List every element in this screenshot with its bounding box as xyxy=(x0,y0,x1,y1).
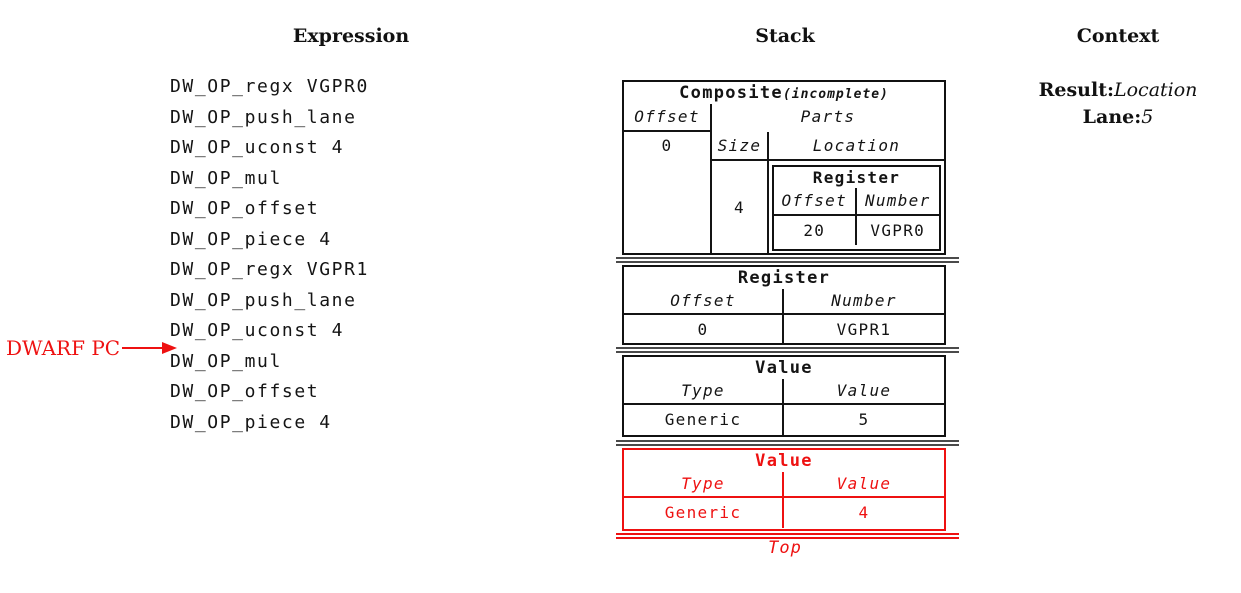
expression-op-4: DW_OP_mul xyxy=(170,167,282,189)
context-lane-value: 5 xyxy=(1141,106,1154,128)
context-result-value: Location xyxy=(1113,79,1198,101)
expression-op-2: DW_OP_push_lane xyxy=(170,106,357,128)
value2-value-header: Value xyxy=(784,472,944,498)
composite-parts-row: 4 Register Offset Number 20 VGPR0 xyxy=(712,161,944,253)
expression-op-list: DW_OP_regx VGPR0 DW_OP_push_lane DW_OP_u… xyxy=(170,72,369,439)
composite-incomplete-tag: (incomplete) xyxy=(782,87,889,102)
value2-title: Value xyxy=(755,451,813,471)
dwarf-pc-pointer: DWARF PC xyxy=(6,336,178,360)
composite-offset-header: Offset xyxy=(624,104,710,132)
composite-offset-value: 0 xyxy=(661,136,673,155)
composite-size-header: Size xyxy=(712,132,769,159)
composite-title: Composite(incomplete) xyxy=(624,82,944,104)
value2-grid: Type Value Generic 4 xyxy=(624,472,944,528)
stack-entry-composite: Composite(incomplete) Offset 0 Parts Siz… xyxy=(622,80,946,255)
expression-op-3: DW_OP_uconst 4 xyxy=(170,137,345,159)
register-number-value: VGPR1 xyxy=(836,320,892,339)
stack-shelf-3 xyxy=(616,440,959,446)
register-number-header: Number xyxy=(784,289,944,315)
nested-register-offset-value: 20 xyxy=(774,216,857,245)
composite-body: Offset 0 Parts Size Location 4 Register … xyxy=(624,104,944,253)
expression-op-1: DW_OP_regx VGPR0 xyxy=(170,76,369,97)
stack-shelf-1 xyxy=(616,257,959,263)
nested-register-offset-header: Offset xyxy=(774,188,857,216)
composite-parts-header: Parts xyxy=(800,107,856,126)
context-lane-label: Lane: xyxy=(1082,106,1142,128)
nested-register-grid: Offset Number 20 VGPR0 xyxy=(774,188,939,245)
stack-entry-value-generic-5: Value Type Value Generic 5 xyxy=(622,355,946,437)
expression-op-9: DW_OP_uconst 4 xyxy=(170,320,345,342)
expression-op-11: DW_OP_offset xyxy=(170,381,320,403)
stack-shelf-2 xyxy=(616,347,959,353)
expression-op-6: DW_OP_piece 4 xyxy=(170,228,332,250)
expression-op-10: DW_OP_mul xyxy=(170,350,282,372)
value1-title: Value xyxy=(755,358,813,378)
register-grid: Offset Number 0 VGPR1 xyxy=(624,289,944,345)
expression-op-5: DW_OP_offset xyxy=(170,198,320,220)
composite-size-value: 4 xyxy=(712,161,769,253)
nested-register-number-value: VGPR0 xyxy=(870,221,926,240)
expression-column-title: Expression xyxy=(292,25,410,47)
value2-type-header: Type xyxy=(624,472,784,498)
value1-value-value: 5 xyxy=(858,410,870,429)
value1-type-header: Type xyxy=(624,379,784,405)
value1-grid: Type Value Generic 5 xyxy=(624,379,944,435)
expression-op-12: DW_OP_piece 4 xyxy=(170,412,332,434)
dwarf-pc-arrow-head-icon xyxy=(162,342,178,354)
context-result-label: Result: xyxy=(1038,79,1114,101)
composite-location-header: Location xyxy=(812,136,901,155)
value2-type-value: Generic xyxy=(624,498,784,528)
expression-op-8: DW_OP_push_lane xyxy=(170,289,357,311)
stack-column-title: Stack xyxy=(755,25,815,47)
value1-value-header: Value xyxy=(784,379,944,405)
value2-value-value: 4 xyxy=(858,503,870,522)
stack-entry-register: Register Offset Number 0 VGPR1 xyxy=(622,265,946,345)
composite-title-text: Composite xyxy=(679,83,783,103)
context-lane-line: Lane:5 xyxy=(1083,106,1154,129)
register-offset-header: Offset xyxy=(624,289,784,315)
dwarf-pc-arrow-line xyxy=(122,346,163,350)
value1-type-value: Generic xyxy=(624,405,784,435)
nested-register-title: Register xyxy=(812,168,901,187)
stack-top-label: Top xyxy=(768,538,802,558)
nested-register-table: Register Offset Number 20 VGPR0 xyxy=(772,165,941,251)
dwarf-pc-label: DWARF PC xyxy=(6,336,121,360)
register-offset-value: 0 xyxy=(624,315,784,345)
composite-offset-column: Offset 0 xyxy=(624,104,712,253)
context-column-title: Context xyxy=(1076,25,1160,47)
stack-shelf-top xyxy=(616,533,959,539)
nested-register-number-header: Number xyxy=(856,188,939,216)
composite-location-cell: Register Offset Number 20 VGPR0 xyxy=(769,161,944,253)
register-title: Register xyxy=(737,268,831,288)
composite-parts-column: Parts Size Location 4 Register Offset Nu… xyxy=(712,104,944,253)
stack-entry-value-generic-4-top: Value Type Value Generic 4 xyxy=(622,448,946,531)
composite-parts-subheader-row: Size Location xyxy=(712,132,944,161)
context-result-line: Result:Location xyxy=(1039,79,1198,102)
expression-op-7: DW_OP_regx VGPR1 xyxy=(170,259,369,281)
